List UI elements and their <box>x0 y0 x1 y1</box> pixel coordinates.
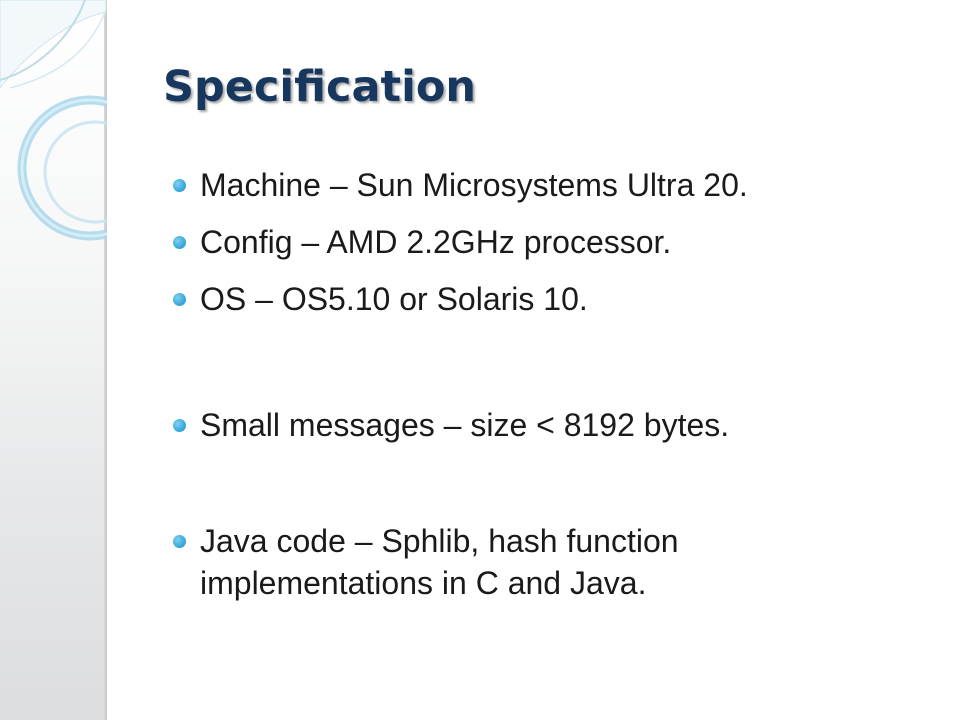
bullet-item: Config – AMD 2.2GHz processor. <box>173 221 920 263</box>
bullet-item: OS – OS5.10 or Solaris 10. <box>173 278 920 320</box>
side-panel <box>0 0 106 720</box>
bullet-dot-icon <box>173 236 186 249</box>
bullet-dot-icon <box>173 293 186 306</box>
bullet-text: Java code – Sphlib, hash function implem… <box>200 523 679 601</box>
bullet-text: Machine – Sun Microsystems Ultra 20. <box>200 167 748 203</box>
bullet-item: Java code – Sphlib, hash function implem… <box>173 520 920 604</box>
decorative-rings-icon <box>0 0 160 260</box>
slide-title: Specification <box>163 62 476 112</box>
bullet-item: Machine – Sun Microsystems Ultra 20. <box>173 164 920 206</box>
bullet-dot-icon <box>173 419 186 432</box>
side-divider <box>104 0 107 720</box>
bullet-text: Config – AMD 2.2GHz processor. <box>200 224 672 260</box>
bullet-dot-icon <box>173 535 186 548</box>
bullet-item: Small messages – size < 8192 bytes. <box>173 404 920 446</box>
bullet-text: OS – OS5.10 or Solaris 10. <box>200 281 588 317</box>
bullet-dot-icon <box>173 179 186 192</box>
bullet-text: Small messages – size < 8192 bytes. <box>200 407 730 443</box>
